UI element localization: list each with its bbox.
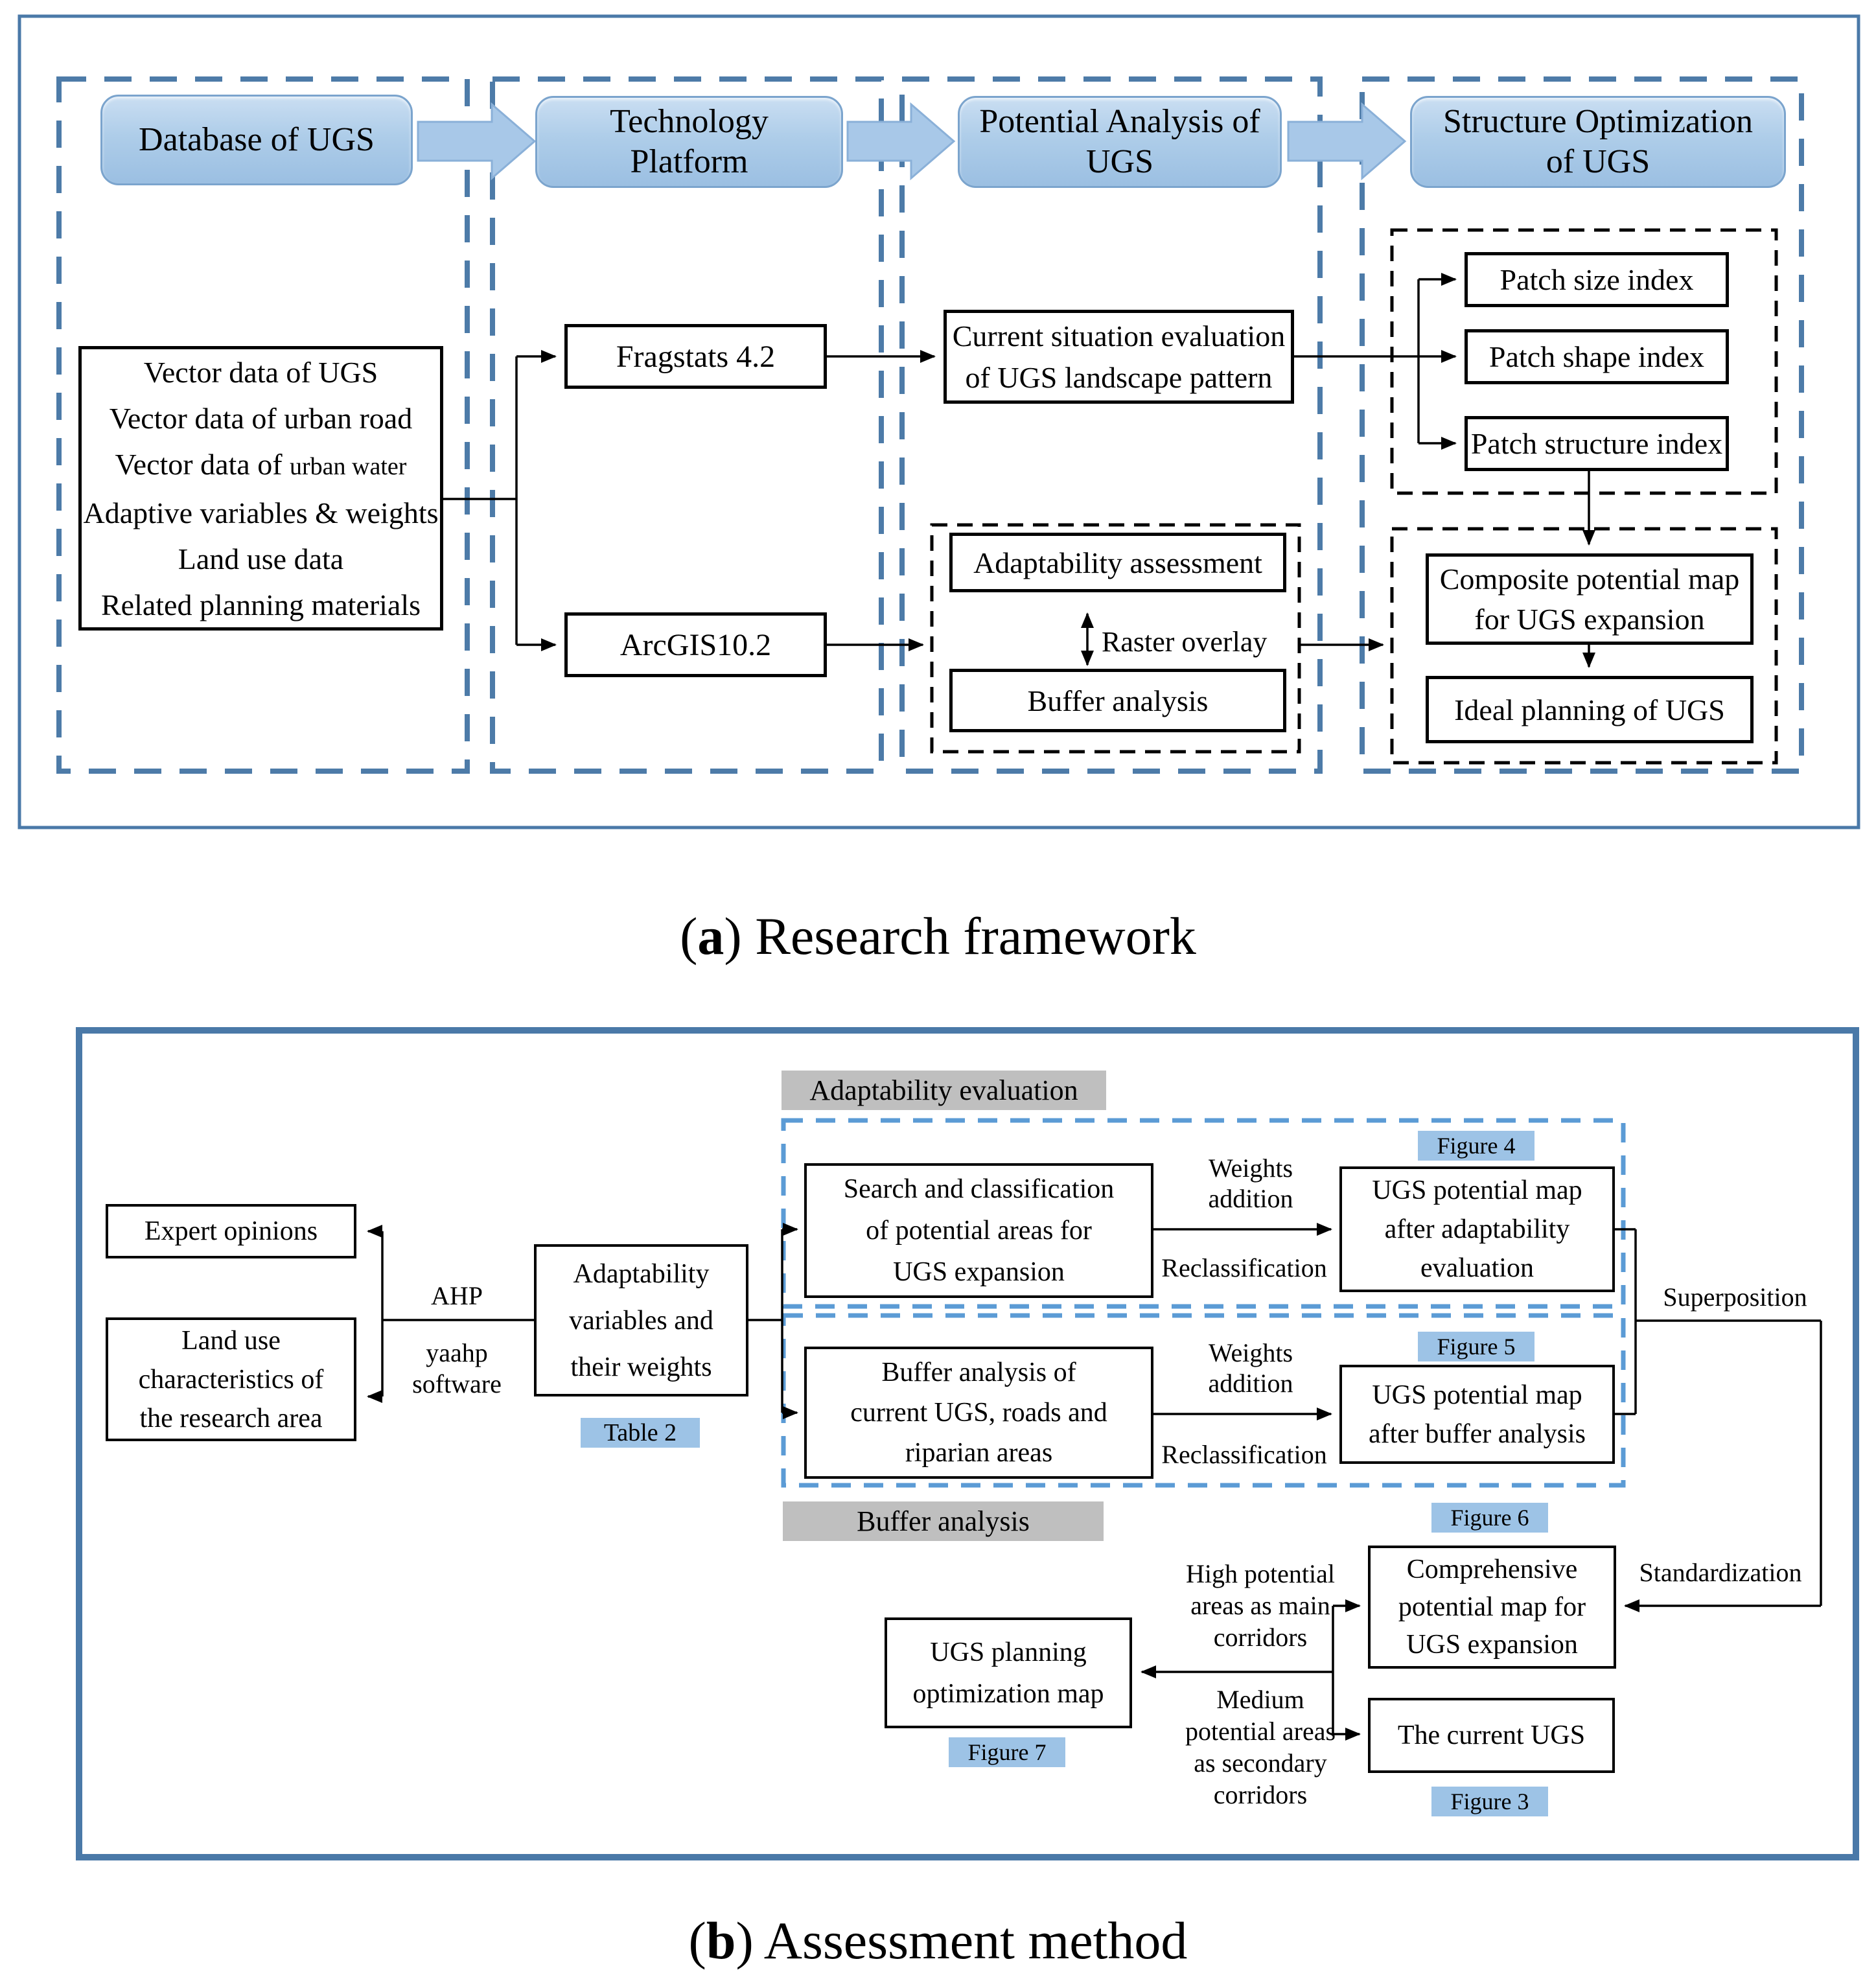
- figure-4-label: Figure 4: [1418, 1131, 1534, 1161]
- dashed-groups-a: [930, 228, 1778, 765]
- outer-frame-a: [17, 14, 1860, 829]
- caption-a-text: ) Research framework: [724, 907, 1196, 966]
- current-situation-box: Current situation evaluation of UGS land…: [944, 310, 1294, 404]
- data-item-planning-materials: Related planning materials: [100, 588, 421, 621]
- data-item-vector-water-main: Vector data of: [115, 447, 290, 481]
- reclassification-bottom-label: Reclassification: [1161, 1439, 1327, 1469]
- caption-a: (a) Research framework: [0, 904, 1876, 969]
- figure-6-label: Figure 6: [1431, 1503, 1548, 1533]
- connectors-b: [367, 1223, 1822, 1741]
- flow-arrow-2: [846, 102, 956, 181]
- data-item-vector-water: Vector data of urban water: [82, 441, 440, 490]
- caption-a-paren-open: (: [680, 907, 698, 966]
- dashed-column-structure: [1360, 76, 1804, 774]
- flow-arrows-a: [417, 102, 1407, 181]
- weights-addition-top-label: Weights addition: [1208, 1153, 1293, 1213]
- ahp-label: AHP: [430, 1280, 483, 1310]
- caption-b-paren-open: (: [688, 1911, 706, 1970]
- connectors-a: [443, 273, 1595, 668]
- search-classification-box: Search and classification of potential a…: [804, 1163, 1153, 1298]
- dashed-column-potential: [899, 76, 1323, 774]
- high-potential-corridors-label: High potential areas as main corridors: [1186, 1558, 1335, 1652]
- patch-size-index-box: Patch size index: [1465, 252, 1729, 307]
- adaptability-evaluation-group: [781, 1118, 1626, 1309]
- header-technology-platform: Technology Platform: [535, 96, 843, 188]
- figure-7-label: Figure 7: [949, 1737, 1065, 1767]
- ugs-potential-map-adaptability-box: UGS potential map after adaptability eva…: [1339, 1166, 1615, 1292]
- standardization-label: Standardization: [1639, 1557, 1802, 1587]
- caption-b: (b) Assessment method: [0, 1908, 1876, 1973]
- data-item-vector-ugs: Vector data of UGS: [143, 355, 378, 389]
- figure-5-label: Figure 5: [1418, 1332, 1534, 1361]
- caption-b-text: ) Assessment method: [735, 1911, 1188, 1970]
- comprehensive-potential-map-box: Comprehensive potential map for UGS expa…: [1368, 1546, 1616, 1669]
- figure-3-label: Figure 3: [1431, 1787, 1548, 1816]
- data-item-vector-road: Vector data of urban road: [109, 401, 413, 435]
- patch-index-group: [1390, 228, 1778, 495]
- composite-group: [1390, 527, 1778, 765]
- current-ugs-box: The current UGS: [1368, 1698, 1615, 1773]
- dashed-groups-b: [781, 1118, 1626, 1488]
- reclassification-top-label: Reclassification: [1161, 1253, 1327, 1282]
- expert-opinions-box: Expert opinions: [106, 1204, 356, 1258]
- dashed-columns-a: [56, 76, 1804, 774]
- flow-arrow-1: [417, 102, 537, 181]
- caption-b-letter: b: [706, 1911, 736, 1970]
- ideal-planning-box: Ideal planning of UGS: [1426, 676, 1754, 743]
- superposition-label: Superposition: [1663, 1282, 1807, 1312]
- header-potential-analysis: Potential Analysis of UGS: [958, 96, 1282, 188]
- data-item-adaptive-variables: Adaptive variables & weights: [83, 496, 439, 529]
- land-use-characteristics-box: Land use characteristics of the research…: [106, 1317, 356, 1441]
- medium-potential-corridors-label: Medium potential areas as secondary corr…: [1185, 1685, 1336, 1809]
- buffer-analysis-group: [781, 1313, 1626, 1488]
- arcgis-box: ArcGIS10.2: [564, 612, 827, 677]
- header-structure-optimization: Structure Optimization of UGS: [1410, 96, 1786, 188]
- dashed-column-technology: [490, 76, 884, 774]
- adaptability-evaluation-label: Adaptability evaluation: [782, 1071, 1106, 1110]
- adaptability-variables-box: Adaptability variables and their weights: [534, 1244, 748, 1396]
- ugs-planning-optimization-box: UGS planning optimization map: [885, 1617, 1132, 1728]
- composite-potential-map-box: Composite potential map for UGS expansio…: [1426, 553, 1754, 645]
- caption-a-letter: a: [697, 907, 724, 966]
- raster-overlay-group: [930, 523, 1301, 754]
- dashed-column-database: [56, 76, 470, 774]
- outer-frame-b: [76, 1027, 1859, 1860]
- fragstats-box: Fragstats 4.2: [564, 324, 827, 389]
- buffer-analysis-current-box: Buffer analysis of current UGS, roads an…: [804, 1347, 1153, 1479]
- adaptability-assessment-box: Adaptability assessment: [949, 533, 1286, 592]
- ugs-database-items-box: Vector data of UGS Vector data of urban …: [78, 346, 443, 631]
- buffer-analysis-box: Buffer analysis: [949, 669, 1286, 732]
- patch-structure-index-box: Patch structure index: [1465, 416, 1729, 471]
- header-database-of-ugs: Database of UGS: [100, 95, 413, 185]
- table-2-label: Table 2: [581, 1418, 700, 1448]
- flow-arrow-3: [1287, 102, 1407, 181]
- data-item-vector-water-small: urban water: [290, 452, 407, 480]
- raster-overlay-label: Raster overlay: [1102, 625, 1268, 658]
- weights-addition-bottom-label: Weights addition: [1208, 1338, 1293, 1398]
- ugs-potential-map-buffer-box: UGS potential map after buffer analysis: [1339, 1365, 1615, 1464]
- yaahp-software-label: yaahp software: [412, 1338, 502, 1398]
- buffer-analysis-label: Buffer analysis: [783, 1501, 1104, 1541]
- patch-shape-index-box: Patch shape index: [1465, 329, 1729, 384]
- data-item-land-use: Land use data: [178, 542, 344, 575]
